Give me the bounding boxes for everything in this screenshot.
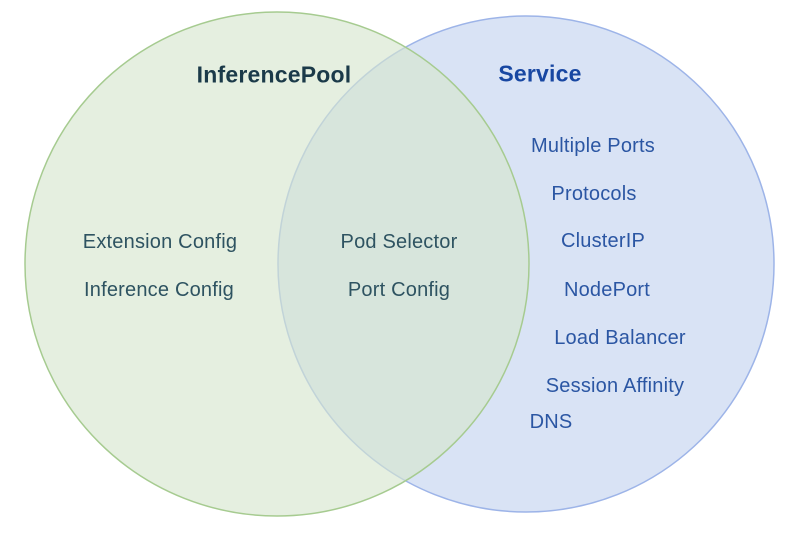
inferencepool-title: InferencePool <box>196 61 352 88</box>
intersection-item-pod-selector: Pod Selector <box>340 231 458 253</box>
service-item-protocols: Protocols <box>551 183 637 205</box>
service-title: Service <box>498 60 582 87</box>
inferencepool-circle <box>24 11 530 517</box>
intersection-item-port-config: Port Config <box>347 279 451 301</box>
service-item-nodeport: NodePort <box>563 279 651 301</box>
inferencepool-item-inference-config: Inference Config <box>84 279 234 301</box>
service-item-multiple-ports: Multiple Ports <box>531 135 655 157</box>
service-item-session-affinity: Session Affinity <box>545 375 685 397</box>
inferencepool-item-extension-config: Extension Config <box>82 231 238 253</box>
service-item-load-balancer: Load Balancer <box>554 327 686 349</box>
service-item-clusterip: ClusterIP <box>560 230 646 252</box>
service-item-dns: DNS <box>529 411 573 433</box>
